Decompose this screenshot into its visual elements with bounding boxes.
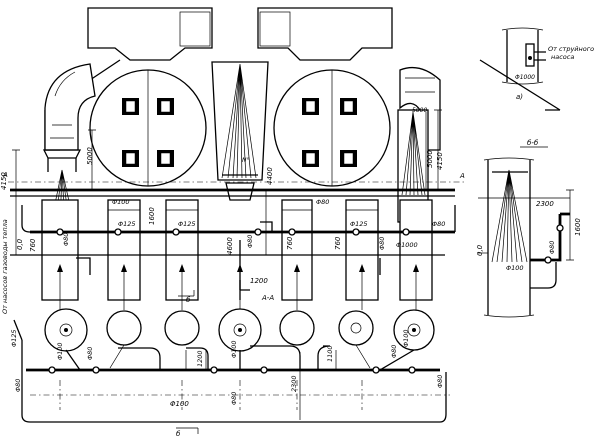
- plan-centre-lines: [30, 380, 450, 410]
- size-phi80-a: Φ80: [62, 233, 70, 246]
- section-bb-size-phi80: Φ80: [548, 241, 556, 254]
- plan-size-phi100-b: Φ100: [230, 340, 238, 358]
- plan-size-phi100-bottom: Φ100: [170, 400, 189, 408]
- size-phi100: Φ100: [112, 198, 130, 206]
- nozzle-mark: N°: [242, 157, 250, 164]
- central-spray-cone: N°: [211, 61, 269, 201]
- section-bb-dim-1600: 1600: [574, 218, 582, 236]
- section-bb: б-б 2300 1600 0,0 Φ80 Φ100: [476, 139, 582, 318]
- left-duct-elbow: [42, 63, 96, 172]
- level-zero-left: 0,0: [16, 238, 24, 250]
- dim-5000: 5000: [86, 147, 94, 165]
- dimension-lines: [12, 109, 442, 256]
- section-b-mark: б: [186, 296, 191, 304]
- plan-size-phi80-left: Φ80: [14, 379, 22, 392]
- section-a-right: A: [459, 172, 465, 180]
- plan-section-b-mark: б: [176, 430, 181, 438]
- plan-size-phi80-c: Φ80: [390, 345, 398, 358]
- size-phi80-b: Φ80: [246, 235, 254, 248]
- right-duct-elbow: [399, 66, 441, 151]
- plan-size-phi80-b: Φ80: [230, 392, 238, 405]
- size-phi80-c: Φ80: [316, 198, 329, 206]
- dim-5000-top: 5000: [412, 107, 427, 114]
- detail-a-note-line2: насоса: [551, 53, 574, 61]
- plan-piping: [13, 319, 447, 423]
- plan-size-phi80-a: Φ80: [86, 347, 94, 360]
- section-bb-dim-2300: 2300: [536, 200, 554, 208]
- dim-1600: 1600: [148, 207, 156, 225]
- section-bb-title: б-б: [527, 139, 539, 147]
- dim-4150-right: 4150: [436, 152, 444, 170]
- plan-dimension-lines: [185, 350, 337, 420]
- dim-4400: 4400: [266, 167, 274, 185]
- dim-4150-left: 4150: [0, 172, 8, 190]
- dim-760-mid: 760: [286, 236, 294, 250]
- main-elevation-view: N°: [0, 7, 561, 310]
- detail-a-note-line1: От струйного: [548, 45, 594, 53]
- plan-section-b-arrow: [176, 427, 199, 434]
- dim-1200-top: 1200: [250, 277, 268, 285]
- plan-view: От насосов газоводы тепла Φ125 Φ100 Φ80 …: [1, 219, 450, 438]
- section-bb-size-phi100: Φ100: [506, 264, 524, 272]
- section-a-left: A: [2, 171, 8, 179]
- plan-dim-1100: 1100: [326, 345, 334, 362]
- plan-dim-2300: 2300: [290, 375, 298, 392]
- vertical-columns: [41, 199, 433, 301]
- plan-size-phi80-right: Φ80: [436, 375, 444, 388]
- dim-4600: 4600: [226, 237, 234, 255]
- plan-size-phi125: Φ125: [10, 329, 18, 347]
- right-drum: [273, 69, 391, 187]
- top-hoppers: [87, 7, 393, 61]
- dim-5000-right: 5000: [426, 150, 434, 168]
- size-phi125-b: Φ125: [178, 220, 196, 228]
- plan-tanks: [44, 308, 435, 352]
- size-phi125-c: Φ125: [350, 220, 368, 228]
- main-header-lines: [8, 181, 465, 197]
- detail-a: От струйного насоса Φ1000 а): [501, 27, 594, 101]
- plan-size-phi100-c: Φ100: [402, 329, 410, 347]
- size-phi80-d: Φ80: [378, 237, 386, 250]
- flow-arrows: [57, 264, 419, 310]
- size-phi125-a: Φ125: [118, 220, 136, 228]
- section-bb-level-zero: 0,0: [476, 244, 484, 256]
- section-b-arrow: [178, 290, 195, 297]
- detail-a-label: а): [516, 93, 523, 101]
- plan-size-phi100-a: Φ100: [56, 342, 64, 360]
- size-phi80-e: Φ80: [432, 220, 445, 228]
- dim-760-right: 760: [334, 236, 342, 250]
- left-drum: [89, 69, 207, 187]
- source-note: От насосов газоводы тепла: [1, 219, 9, 314]
- section-aa-label: А-А: [261, 294, 274, 302]
- plan-dim-1200: 1200: [196, 350, 204, 367]
- detail-a-size: Φ1000: [515, 74, 535, 81]
- left-spray-cone: [49, 169, 76, 229]
- dim-760-left: 760: [29, 238, 37, 252]
- size-phi1000: Φ1000: [396, 241, 418, 249]
- distribution-pipes: [21, 205, 456, 300]
